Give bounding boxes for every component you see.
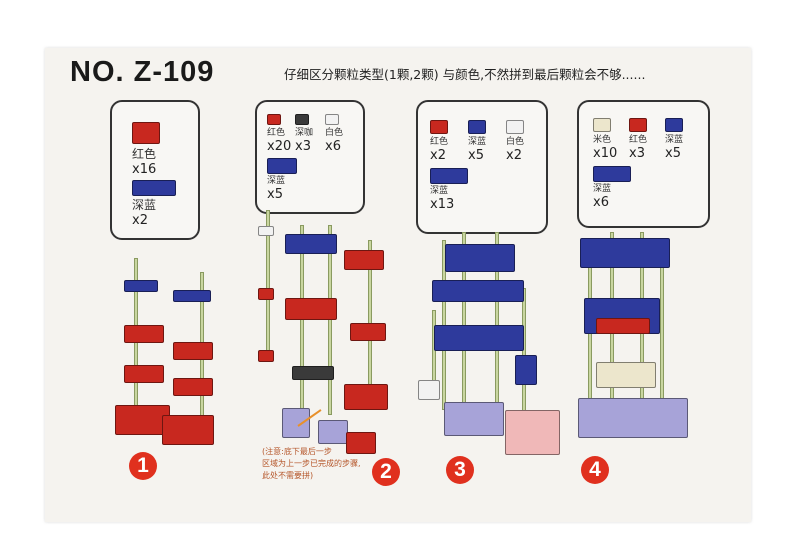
brick-blue-icon xyxy=(515,355,537,385)
brick-red-icon xyxy=(258,288,274,300)
part-color-label: 深蓝 xyxy=(267,176,286,186)
hint-line: (注意:底下最后一步 xyxy=(262,447,332,456)
brick-red-icon xyxy=(285,298,337,320)
brick-red-icon xyxy=(430,120,448,135)
part-quantity: x5 xyxy=(267,187,283,202)
brick-white-icon xyxy=(506,120,524,135)
hint-line: 区域为上一步已完成的步骤, xyxy=(262,459,361,468)
part-quantity: x2 xyxy=(430,148,446,163)
part-quantity: x20 xyxy=(267,139,292,154)
brick-red-icon xyxy=(350,323,386,341)
part-color-label: 红色 xyxy=(430,137,449,147)
part-quantity: x10 xyxy=(593,146,618,161)
step-4-badge: 4 xyxy=(581,456,609,484)
rod-icon xyxy=(328,225,332,415)
part-quantity: x2 xyxy=(132,213,148,228)
part-quantity: x2 xyxy=(506,148,522,163)
step-2-badge: 2 xyxy=(372,458,400,486)
brick-red-icon xyxy=(124,365,164,383)
part-color-label: 深蓝 xyxy=(593,184,612,194)
brick-red-icon xyxy=(267,114,281,126)
brick-white-icon xyxy=(418,380,440,400)
rod-icon xyxy=(660,260,664,400)
brick-blue-icon xyxy=(124,280,158,292)
brick-red-icon xyxy=(596,318,650,334)
brick-red-icon xyxy=(344,250,384,270)
brick-red-icon xyxy=(132,122,160,145)
brick-red-icon xyxy=(124,325,164,343)
part-quantity: x6 xyxy=(593,195,609,210)
brick-white-icon xyxy=(325,114,339,126)
part-color-label: 红色 xyxy=(132,147,157,161)
brick-red-icon xyxy=(346,432,376,454)
part-color-label: 白色 xyxy=(325,128,344,138)
brick-red-icon xyxy=(173,342,213,360)
brick-blue-icon xyxy=(445,244,515,272)
brick-blue-icon xyxy=(267,158,297,174)
brick-red-icon xyxy=(173,378,213,396)
brick-blue-icon xyxy=(285,234,337,254)
brick-blue-icon xyxy=(468,120,486,135)
part-quantity: x5 xyxy=(665,146,681,161)
rod-icon xyxy=(300,225,304,425)
part-color-label: 红色 xyxy=(267,128,286,138)
brick-beige-icon xyxy=(593,118,611,133)
part-color-label: 深蓝 xyxy=(665,135,684,145)
brick-lilac-icon xyxy=(444,402,504,436)
part-quantity: x3 xyxy=(295,139,311,154)
part-color-label: 白色 xyxy=(506,137,525,147)
part-color-label: 红色 xyxy=(629,135,648,145)
brick-white-icon xyxy=(258,226,274,236)
brick-blue-icon xyxy=(432,280,524,302)
brick-dark-icon xyxy=(295,114,309,126)
brick-red-icon xyxy=(162,415,214,445)
part-quantity: x16 xyxy=(132,162,157,177)
part-color-label: 深蓝 xyxy=(430,186,449,196)
brick-pink-icon xyxy=(505,410,560,455)
part-color-label: 米色 xyxy=(593,135,612,145)
step-3-badge: 3 xyxy=(446,456,474,484)
brick-lilac-icon xyxy=(578,398,688,438)
brick-red-icon xyxy=(344,384,388,410)
brick-blue-icon xyxy=(430,168,468,184)
part-quantity: x6 xyxy=(325,139,341,154)
brick-lilac-icon xyxy=(318,420,348,444)
part-color-label: 深蓝 xyxy=(468,137,487,147)
part-color-label: 深蓝 xyxy=(132,198,157,212)
brick-lilac-icon xyxy=(282,408,310,438)
brick-blue-icon xyxy=(665,118,683,133)
part-quantity: x13 xyxy=(430,197,455,212)
brick-blue-icon xyxy=(580,238,670,268)
brick-red-icon xyxy=(258,350,274,362)
part-quantity: x3 xyxy=(629,146,645,161)
step-1-badge: 1 xyxy=(129,452,157,480)
step-2-hint: (注意:底下最后一步 区域为上一步已完成的步骤, 此处不需要拼) xyxy=(262,446,361,482)
model-number: NO. Z-109 xyxy=(70,56,215,88)
brick-red-icon xyxy=(629,118,647,133)
brick-blue-icon xyxy=(434,325,524,351)
part-quantity: x5 xyxy=(468,148,484,163)
brick-blue-icon xyxy=(132,180,176,196)
part-color-label: 深咖 xyxy=(295,128,314,138)
instruction-note: 仔细区分颗粒类型(1颗,2颗) 与颜色,不然拼到最后颗粒会不够...... xyxy=(284,67,646,82)
brick-beige-icon xyxy=(596,362,656,388)
brick-blue-icon xyxy=(173,290,211,302)
brick-dark-icon xyxy=(292,366,334,380)
hint-line: 此处不需要拼) xyxy=(262,471,314,480)
brick-blue-icon xyxy=(593,166,631,182)
